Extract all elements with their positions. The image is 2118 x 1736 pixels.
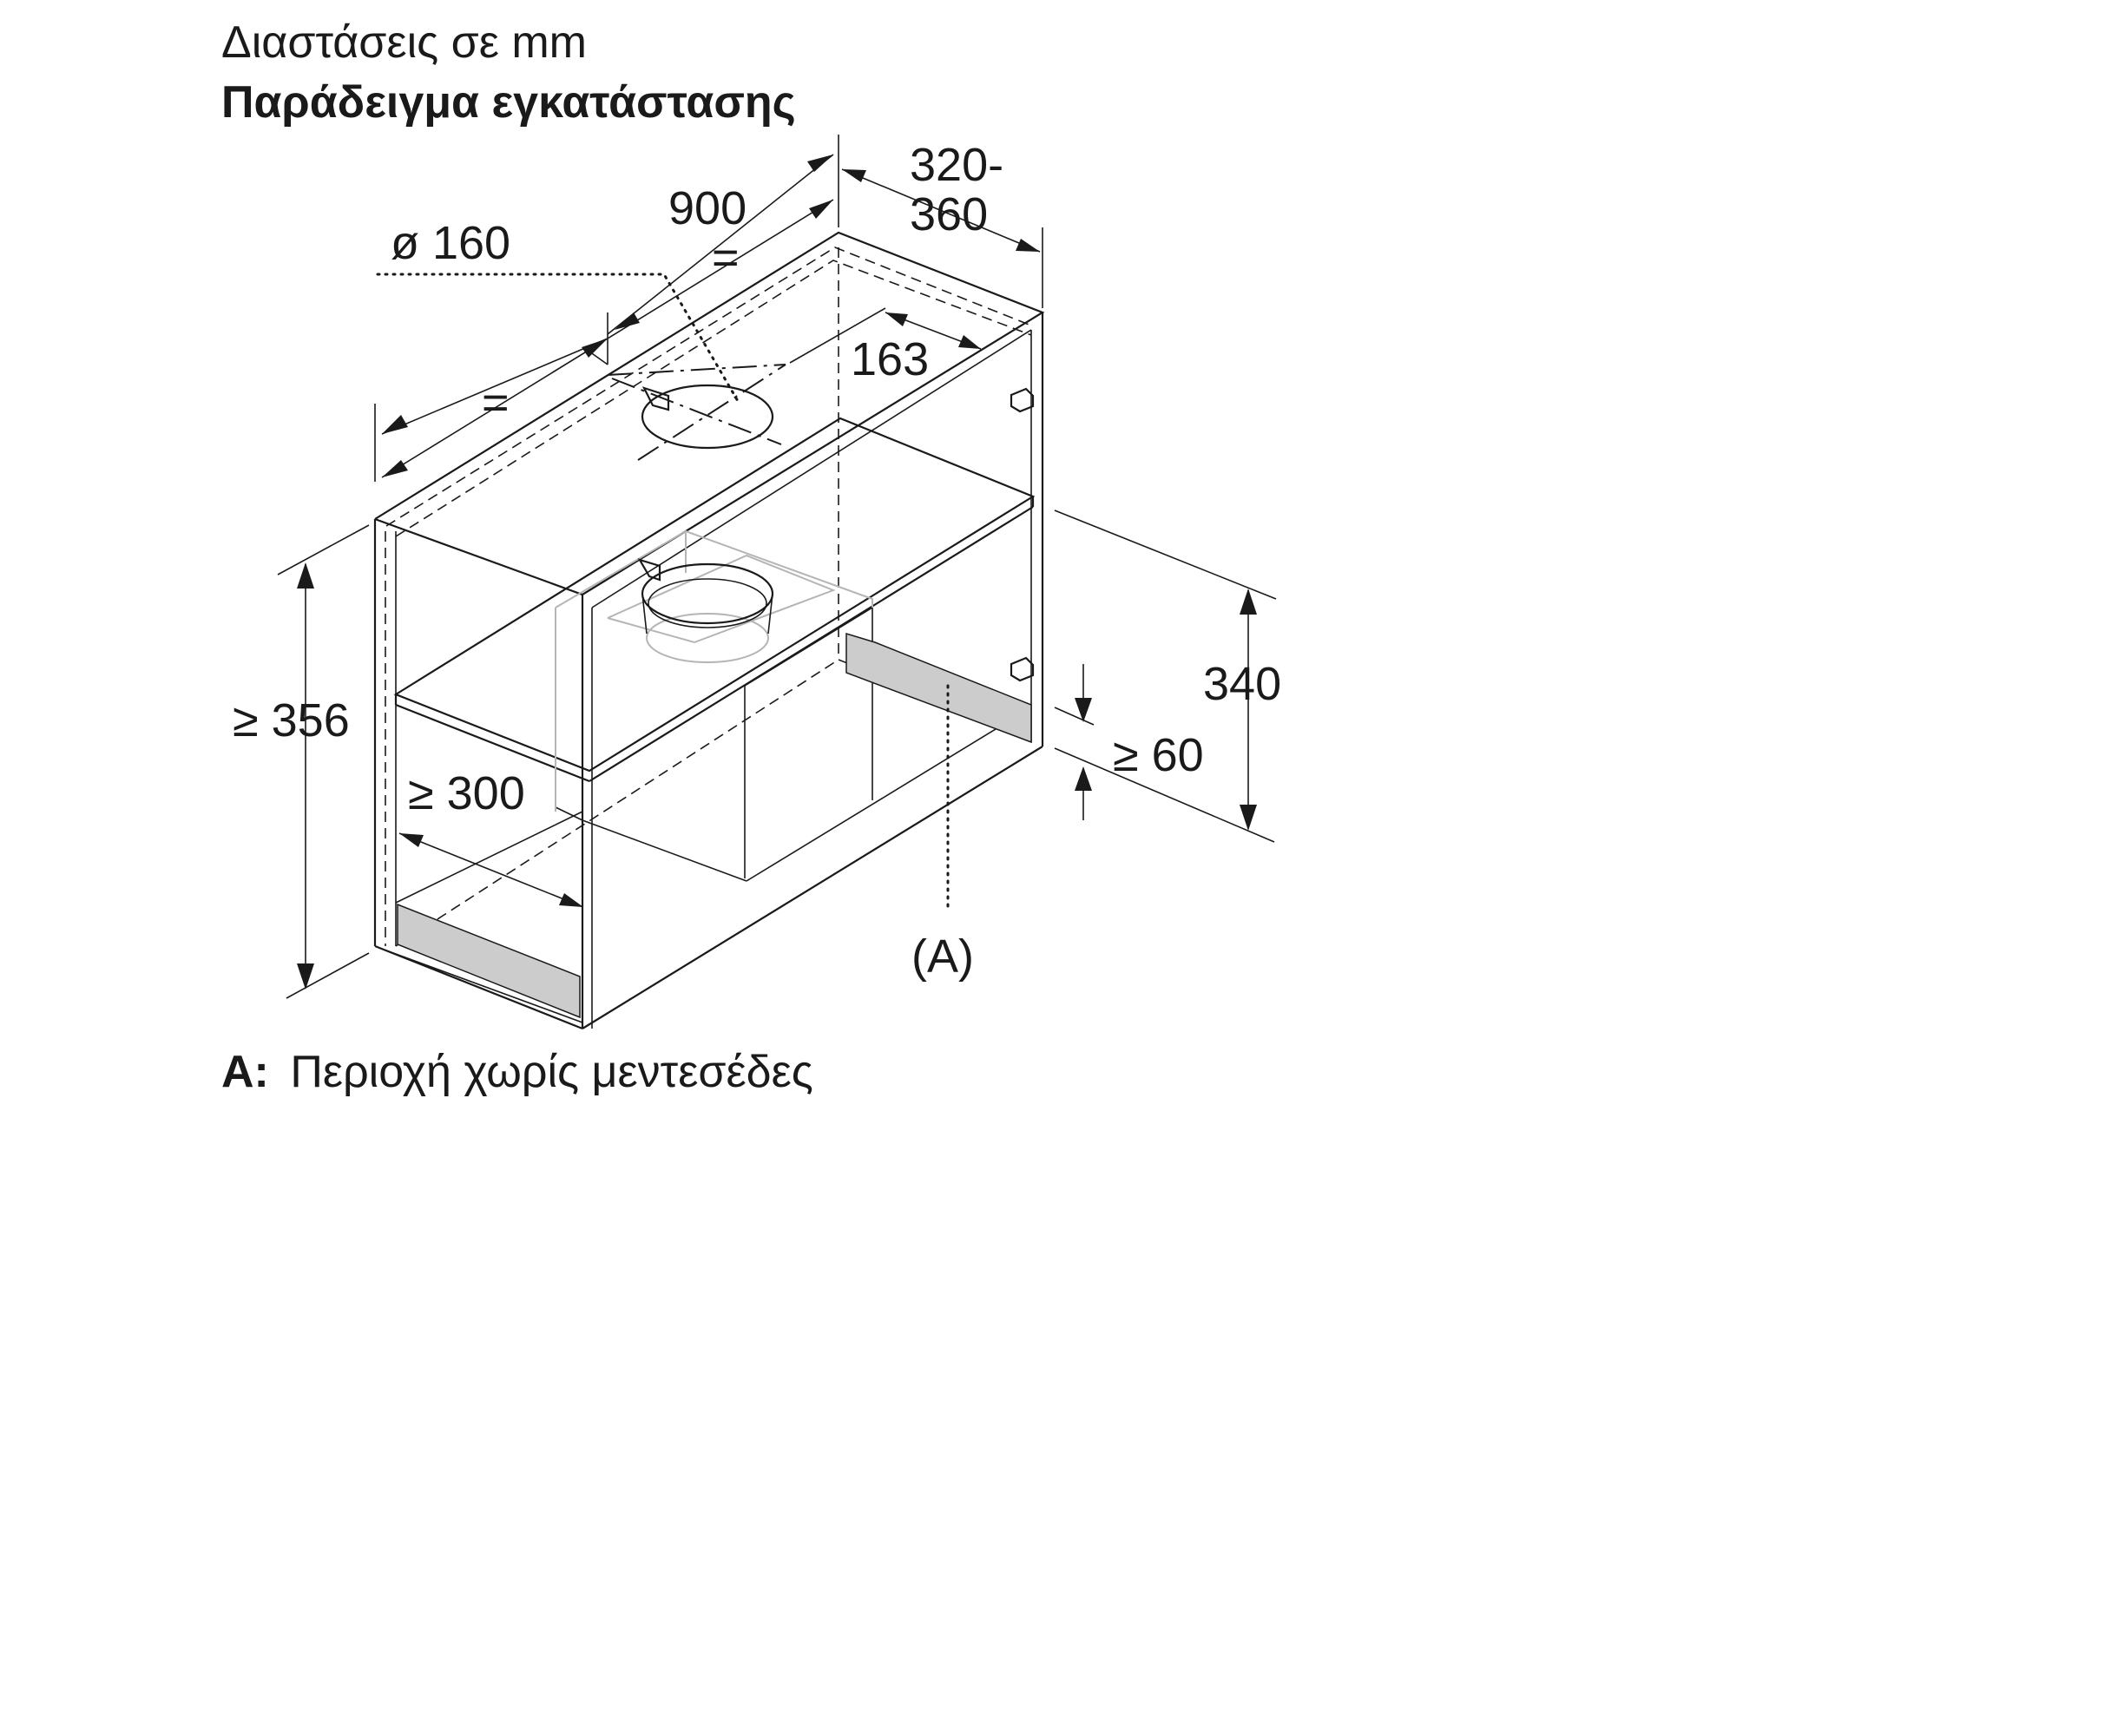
- dimension-min-300: ≥ 300: [398, 767, 584, 908]
- svg-text:A: Περιοχή χωρίς μεντεσέ: A: Περιοχή χωρίς μεντεσέδες: [221, 1047, 813, 1097]
- dimension-340: 340: [1054, 510, 1281, 843]
- label-340: 340: [1203, 658, 1281, 710]
- label-min-356: ≥ 356: [233, 694, 350, 746]
- label-equal-upper: =: [712, 232, 740, 284]
- label-duct-diameter: ø 160: [391, 217, 510, 269]
- label-min-60: ≥ 60: [1113, 729, 1204, 781]
- dimension-min-60: ≥ 60: [1054, 664, 1204, 820]
- shelf: [393, 417, 1036, 773]
- callout-A: (A): [911, 684, 974, 983]
- diagram-title: Παράδειγμα εγκατάστασης: [221, 77, 796, 128]
- dimension-163: 163: [789, 307, 982, 385]
- label-equal-lower: =: [482, 377, 510, 429]
- dimension-900: 900 = =: [374, 135, 839, 482]
- label-depth-top: 320-: [910, 139, 1003, 191]
- mounting-bracket-upper: [1010, 387, 1035, 413]
- label-depth-bottom: 360: [910, 188, 988, 240]
- dimension-min-356: ≥ 356: [233, 524, 370, 999]
- legend-key: A:: [221, 1047, 269, 1097]
- units-line: Διαστάσεις σε mm: [221, 17, 587, 68]
- label-callout-A: (A): [911, 930, 974, 983]
- mounting-bracket-lower: [1010, 656, 1035, 682]
- dimension-duct-diameter: ø 160: [376, 217, 740, 403]
- installation-diagram: Διαστάσεις σε mm Παράδειγμα εγκατάστασης: [221, 17, 1281, 1097]
- label-900: 900: [668, 182, 747, 234]
- legend: A: Περιοχή χωρίς μεντεσέδες: [221, 1047, 813, 1097]
- dimension-320-360: 320- 360: [841, 139, 1043, 308]
- legend-text: Περιοχή χωρίς μεντεσέδες: [290, 1047, 813, 1097]
- label-163: 163: [851, 333, 929, 385]
- duct-opening: [607, 364, 786, 461]
- hinge-free-zone: [397, 632, 1032, 1019]
- extractor-hood: [555, 529, 873, 812]
- hood-duct-collar: [637, 558, 774, 635]
- label-min-300: ≥ 300: [408, 767, 525, 819]
